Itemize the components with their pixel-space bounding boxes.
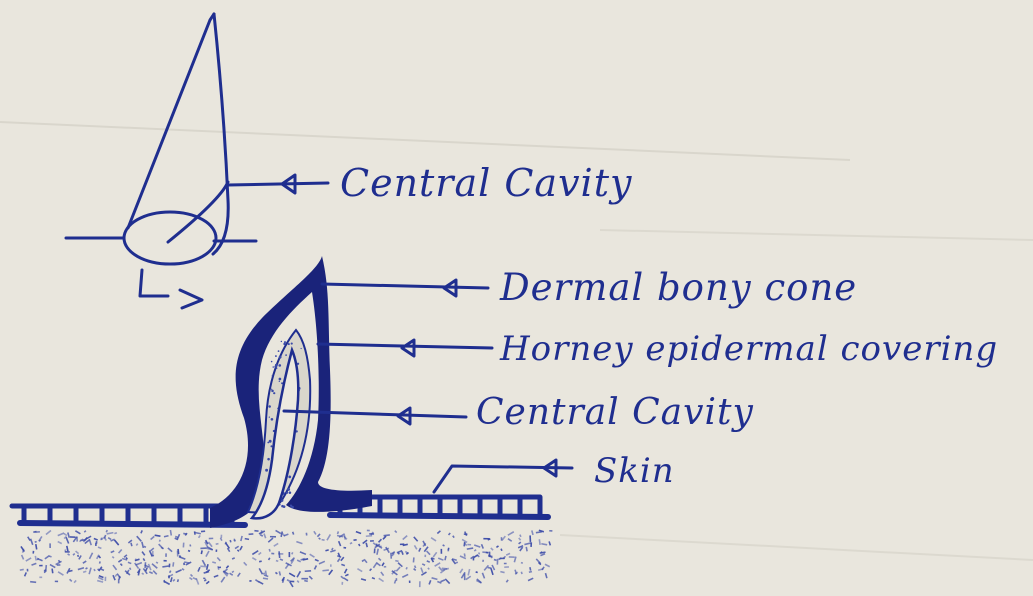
top-central-cavity-pointer	[228, 175, 328, 193]
dermis-stipple	[20, 530, 553, 587]
skin-pointer	[434, 460, 572, 492]
horny-covering-label: Horney epidermal covering	[499, 329, 998, 369]
top-central-cavity-label: Central Cavity	[340, 161, 632, 205]
central-cavity-pointer	[284, 408, 466, 424]
skin-label: Skin	[594, 451, 675, 491]
dermal-bony-cone-label: Dermal bony cone	[499, 266, 857, 309]
top-cone-sketch	[66, 14, 256, 308]
horny-covering-pointer	[318, 340, 492, 356]
central-cavity-label: Central Cavity	[476, 392, 754, 433]
dermal-bony-cone-pointer	[322, 280, 488, 296]
